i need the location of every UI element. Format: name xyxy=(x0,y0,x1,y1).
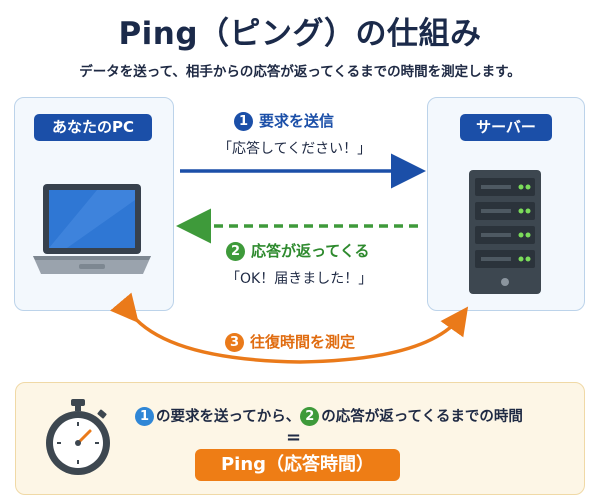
server-panel: サーバー xyxy=(427,97,585,311)
server-label: サーバー xyxy=(460,114,552,141)
summary-num-1: 1 xyxy=(135,407,154,426)
step-1-number: 1 xyxy=(234,112,253,131)
page-subtitle: データを送って、相手からの応答が返ってくるまでの時間を測定します。 xyxy=(79,64,521,80)
pc-panel: あなたのPC xyxy=(14,97,174,311)
step-2-label: 2 応答が返ってくる xyxy=(226,240,370,261)
stopwatch-icon xyxy=(46,399,110,475)
step-1-text: 要求を送信 xyxy=(259,112,335,130)
pc-label: あなたのPC xyxy=(34,114,152,141)
step-2-text: 応答が返ってくる xyxy=(251,242,370,260)
step-2-number: 2 xyxy=(226,242,245,261)
step-3-label: 3 往復時間を測定 xyxy=(225,331,355,352)
server-icon xyxy=(469,170,541,294)
step-2-quote: 「OK！届きました！」 xyxy=(226,271,373,287)
step-3-text: 往復時間を測定 xyxy=(250,333,356,351)
equals-sign: = xyxy=(286,427,302,448)
laptop-icon xyxy=(33,184,151,274)
summary-text-2: の応答が返ってくるまでの時間 xyxy=(321,409,523,425)
page-title: Ping（ピング）の仕組み xyxy=(118,16,482,52)
summary-num-2: 2 xyxy=(300,407,320,426)
flow-arrows xyxy=(110,153,469,364)
summary-text-1: の要求を送ってから、 xyxy=(156,409,301,425)
ping-result-label: Ping（応答時間） xyxy=(195,449,400,481)
step-1-quote: 「応答してください！」 xyxy=(218,141,372,157)
step-1-label: 1 要求を送信 xyxy=(234,110,334,131)
step-3-number: 3 xyxy=(225,333,244,352)
round-trip-arrow xyxy=(110,292,469,364)
